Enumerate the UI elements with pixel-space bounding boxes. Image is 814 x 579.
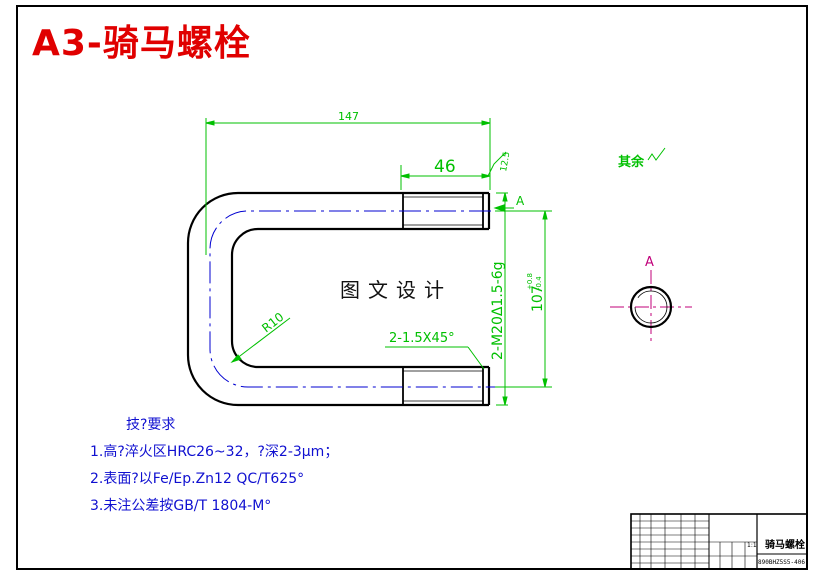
dim-thread-length: 46: [434, 157, 456, 177]
title-block: [630, 513, 808, 570]
watermark: 图文设计: [330, 272, 462, 305]
dim-overall-length: 147: [338, 110, 359, 123]
section-view: A: [610, 255, 692, 343]
thread-minor-lines: [403, 196, 483, 402]
dimension-lines: [205, 118, 552, 406]
dim-height-tol-lower: -0.4: [535, 276, 543, 290]
title-block-scale: 1:1: [747, 542, 757, 549]
dimension-texts: 147 46 12.5 A 107 +0.8 -0.4 2-M20Δ1.5-6g…: [259, 110, 645, 360]
technical-requirements: 技?要求 1.高?淬火区HRC26~32，?深2-3µm； 2.表面?以Fe/E…: [90, 412, 338, 520]
dim-roughness: 12.5: [499, 151, 512, 172]
notes-heading: 技?要求: [126, 417, 176, 433]
surface-note-symbol: [647, 147, 666, 161]
drawing-frame: [16, 5, 808, 570]
note-item: 2.表面?以Fe/Ep.Zn12 QC/T625°: [90, 471, 305, 487]
drawing-title: A3-骑马螺栓: [32, 23, 251, 64]
note-item: 3.未注公差按GB/T 1804-M°: [90, 498, 272, 514]
title-block-part-name: 骑马螺栓: [765, 540, 805, 551]
title-block-drawing-code: 890BHZ5S5-406: [758, 559, 805, 566]
surface-note: 其余: [618, 154, 645, 170]
section-label: A: [645, 255, 654, 270]
note-item: 1.高?淬火区HRC26~32，?深2-3µm；: [90, 444, 339, 460]
dim-height-tol-upper: +0.8: [526, 273, 534, 290]
dim-thread-spec: 2-M20Δ1.5-6g: [490, 261, 506, 360]
centerline: [209, 210, 526, 388]
dim-height: 107: [530, 285, 546, 312]
dim-chamfer: 2-1.5X45°: [389, 331, 455, 346]
datum-label: A: [516, 194, 525, 208]
